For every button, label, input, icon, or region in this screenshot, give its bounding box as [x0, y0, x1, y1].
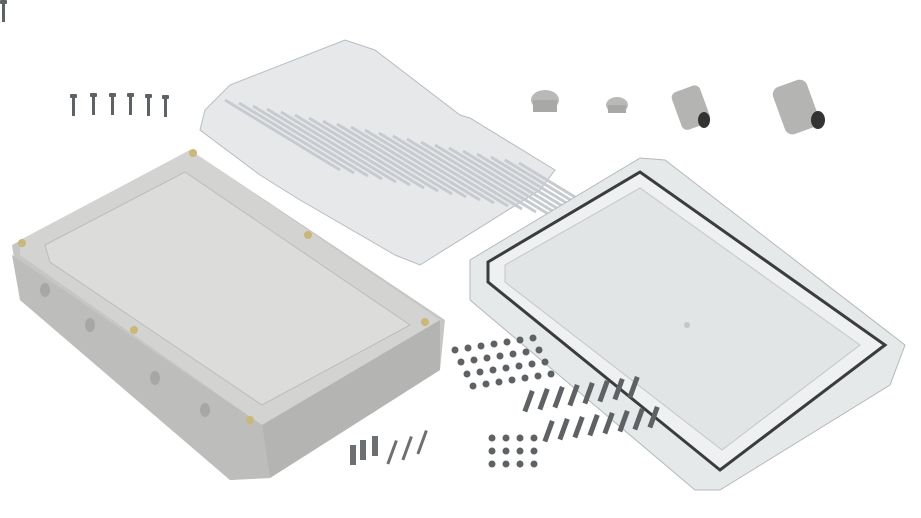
hardware-pile-bottom	[350, 430, 428, 465]
plate-slot	[224, 98, 341, 172]
screw-head	[516, 447, 524, 455]
plate-slot	[238, 101, 355, 175]
screw-head	[516, 460, 524, 468]
screw-head	[470, 356, 478, 364]
standoff	[617, 410, 630, 433]
cable-glands	[531, 79, 825, 135]
screw-head	[451, 346, 459, 354]
standoff	[587, 414, 600, 437]
plate-slot	[434, 143, 551, 217]
screw-head	[490, 340, 498, 348]
screw-head	[535, 346, 543, 354]
plate-slot	[406, 137, 523, 211]
standoff	[572, 416, 585, 439]
standoff	[597, 380, 610, 403]
standoff	[627, 375, 640, 399]
standoff	[537, 388, 550, 411]
screw-head	[502, 364, 510, 372]
screw-row-top-left	[0, 0, 169, 117]
screw-head	[457, 358, 465, 366]
standoff	[567, 384, 580, 407]
plate-slot	[336, 122, 453, 196]
plate-slot	[266, 107, 383, 181]
enclosure-base	[12, 149, 445, 480]
screw-head	[476, 368, 484, 376]
plate-slot	[350, 125, 467, 199]
screw-head	[515, 362, 523, 370]
screw-head	[463, 370, 471, 378]
screw-head	[547, 370, 555, 378]
standoff	[542, 420, 555, 443]
screw-head	[516, 434, 524, 442]
screw-head	[477, 342, 485, 350]
plate-slot	[392, 134, 509, 208]
transparent-lid	[469, 157, 906, 491]
screw-head	[482, 380, 490, 388]
screw-head	[469, 382, 477, 390]
screw-head	[488, 434, 496, 442]
plate-slot	[322, 119, 439, 193]
plate-slot	[294, 113, 411, 187]
screw-head	[488, 447, 496, 455]
screw-head	[488, 460, 496, 468]
standoff	[632, 407, 645, 431]
screw-head	[528, 360, 536, 368]
screw-head	[509, 350, 517, 358]
standoff	[552, 386, 565, 409]
screw-head	[541, 358, 549, 366]
screw-head	[530, 434, 538, 442]
screw-head	[502, 460, 510, 468]
screw-head	[464, 344, 472, 352]
plate-slot	[448, 146, 565, 220]
screw-head	[483, 354, 491, 362]
plate-slot	[364, 128, 481, 202]
screw-head	[502, 434, 510, 442]
screw-head	[530, 460, 538, 468]
screw-head	[508, 376, 516, 384]
screw-head	[521, 374, 529, 382]
screw-head	[495, 378, 503, 386]
standoff	[557, 418, 570, 441]
screw-head	[522, 348, 530, 356]
screw-head	[530, 447, 538, 455]
plate-slot	[420, 140, 537, 214]
standoff	[602, 412, 615, 435]
screw-head	[529, 334, 537, 342]
standoff	[612, 378, 625, 401]
standoff	[647, 405, 660, 429]
plate-slot	[280, 110, 397, 184]
plate-slot	[308, 116, 425, 190]
hardware-pile-center	[451, 334, 660, 468]
standoff	[522, 390, 535, 413]
plate-slot	[252, 104, 369, 178]
standoff	[582, 382, 595, 405]
plate-slot	[378, 131, 495, 205]
screw-head	[489, 366, 497, 374]
screw-head	[503, 338, 511, 346]
screw-head	[496, 352, 504, 360]
screw-head	[516, 336, 524, 344]
screw-head	[502, 447, 510, 455]
screw-head	[534, 372, 542, 380]
